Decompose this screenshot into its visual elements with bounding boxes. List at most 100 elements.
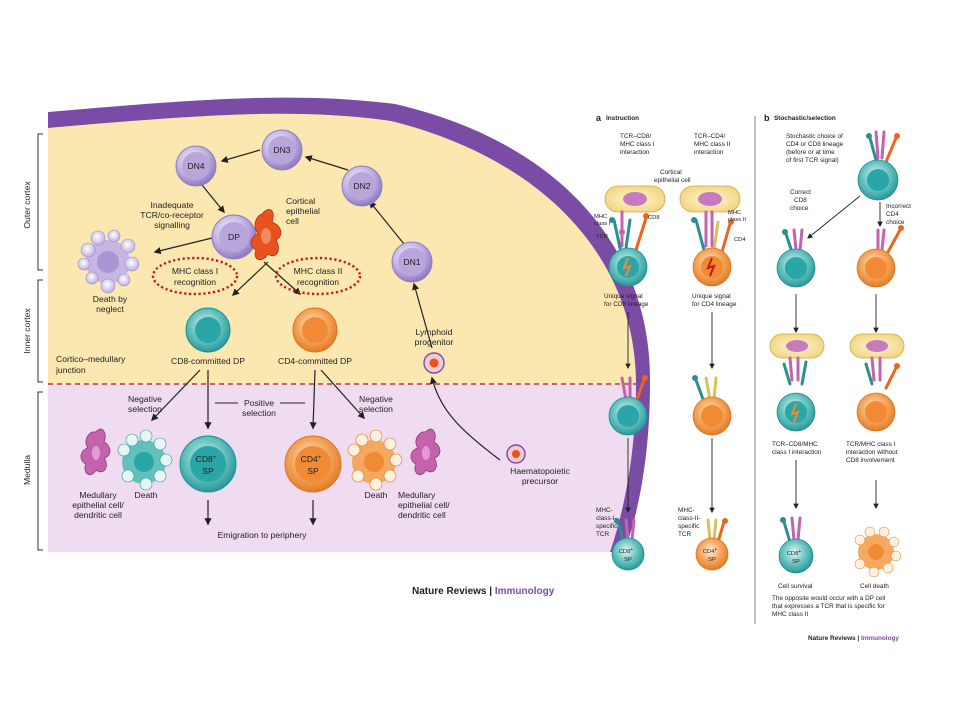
lymphoid-label-1: Lymphoid	[416, 327, 453, 337]
b-sp-top: CD8+	[787, 549, 802, 557]
a-receptors-col1	[609, 210, 649, 252]
a-epithelial-nucleus-1	[623, 192, 647, 206]
zone-label-outer-cortex: Outer cortex	[22, 181, 32, 229]
a-cd4-sp-cell: CD4+ SP	[695, 518, 729, 571]
cd4-sp-label-top: CD4+	[301, 454, 322, 464]
b-cd4-chosen-cell	[856, 225, 904, 288]
zone-label-medulla: Medulla	[22, 455, 32, 485]
a-receptors-col2	[691, 210, 734, 254]
apoptotic-cell-right	[347, 429, 403, 491]
a-spec2-1: MHC-	[678, 507, 695, 514]
b-stoch-4: of first TCR signal)	[786, 157, 839, 164]
a-cd4sp-top: CD4+	[703, 547, 718, 555]
b-dying-cell	[854, 526, 902, 578]
panel-a-letter: a	[596, 113, 602, 123]
b-correct-1: Correct	[790, 189, 811, 196]
cd8-sp-label-top: CD8+	[196, 454, 217, 464]
cell-dp-label: DP	[228, 232, 240, 242]
panel-b-stochastic: b Stochastic/selection Stochastic choice…	[764, 113, 911, 618]
a-unique2-1: Unique signal	[692, 293, 731, 300]
cell-dn4-label: DN4	[187, 161, 204, 171]
medullary-left-label-3: dendritic cell	[74, 510, 122, 520]
b-correct-2: CD8	[794, 197, 807, 204]
b-incorrect-1: Incorrect	[886, 203, 911, 210]
negative-selection-left-2: selection	[128, 404, 162, 414]
cell-cd8-committed-dp	[185, 307, 231, 353]
medullary-left-label-2: epithelial cell/	[72, 500, 124, 510]
medullary-right-label-2: epithelial cell/	[398, 500, 450, 510]
cell-cd8-single-positive: CD8+ SP	[179, 435, 237, 493]
cell-cd4-committed-dp	[292, 307, 338, 353]
negative-selection-left-1: Negative	[128, 394, 162, 404]
cortical-epithelial-label-1: Cortical	[286, 196, 315, 206]
cell-dn2-label: DN2	[353, 181, 370, 191]
b-sp-bottom: SP	[792, 559, 800, 565]
cd4-committed-label: CD4-committed DP	[278, 356, 352, 366]
left-credit: Nature Reviews | Immunology	[412, 586, 555, 597]
zone-label-inner-cortex: Inner cortex	[22, 308, 32, 354]
a-mhc1-1: MHC	[594, 214, 607, 220]
a-cortical-1: Cortical	[660, 169, 682, 176]
b-stoch-1: Stochastic choice of	[786, 133, 843, 140]
cell-dn2: DN2	[341, 165, 383, 207]
cell-dn1-label: DN1	[403, 257, 420, 267]
a-mhc2-1: MHC	[728, 210, 741, 216]
b-death-label: Cell death	[860, 583, 889, 590]
positive-selection-2: selection	[242, 408, 276, 418]
junction-label-1: Cortico–medullary	[56, 354, 126, 364]
development-arrows	[151, 149, 501, 526]
b-cd8-chosen-cell	[776, 228, 816, 288]
b-interaction-cell-2	[856, 356, 900, 432]
a-spec1-3: specific	[596, 523, 618, 530]
b-footnote-2: that expresses a TCR that is specific fo…	[772, 603, 886, 610]
cortical-epithelial-nucleus	[261, 228, 271, 244]
b-surviving-cell: CD8+ SP	[778, 516, 814, 574]
negative-selection-right-2: selection	[359, 404, 393, 414]
a-spec2-3: specific	[678, 523, 700, 530]
haemato-label-1: Haematopoietic	[510, 466, 570, 476]
a-tcr-label: TCR	[596, 234, 608, 240]
cd8-sp-label-bottom: SP	[202, 466, 214, 476]
a-spec1-4: TCR	[596, 531, 610, 538]
b-correct-3: choice	[790, 205, 809, 212]
a-spec1-1: MHC-	[596, 507, 613, 514]
b-incorrect-2: CD4	[886, 211, 899, 218]
b-footnote-3: MHC class II	[772, 611, 808, 618]
b-stoch-3: (before or at time	[786, 149, 835, 156]
inadequate-label-2: TCR/co-receptor	[140, 210, 204, 220]
inadequate-label-1: Inadequate	[150, 200, 193, 210]
a-spec1-2: class-I-	[596, 515, 617, 522]
cortical-epithelial-label-2: epithelial	[286, 206, 320, 216]
negative-selection-right-1: Negative	[359, 394, 393, 404]
mhc-class-ii-highlight	[274, 256, 362, 296]
a-cortical-2: epithelial cell	[654, 177, 691, 184]
a-arrows	[625, 312, 715, 514]
panel-b-title: Stochastic/selection	[774, 115, 836, 122]
a-cd8-label: CD8	[648, 215, 660, 221]
a-dp-cell-col2	[692, 247, 732, 287]
a-col1-head-3: interaction	[620, 149, 650, 156]
cell-lymphoid-progenitor	[423, 352, 445, 374]
b-epithelial-nucleus-1	[786, 340, 808, 352]
b-tcr-mhc-2: interaction without	[846, 449, 898, 456]
a-cd8-sp-cell: CD8+ SP	[611, 518, 645, 571]
a-spec2-4: TCR	[678, 531, 692, 538]
panel-a-title: Instruction	[606, 115, 639, 122]
apoptotic-cell-neglect	[77, 229, 140, 294]
death-left-label: Death	[135, 490, 158, 500]
panel-b-letter: b	[764, 113, 770, 123]
a-cd4sp-bottom: SP	[708, 557, 716, 563]
thymus-lobule	[48, 97, 651, 552]
inadequate-label-3: signalling	[154, 220, 190, 230]
a-cd8sp-top: CD8+	[619, 547, 634, 555]
b-interaction-cell-1	[776, 356, 816, 432]
mhc-class-ii-label-1: MHC class II	[294, 266, 343, 276]
b-arrows	[793, 195, 883, 510]
b-stoch-2: CD4 or CD8 lineage	[786, 141, 844, 148]
a-spec2-2: class-II-	[678, 515, 700, 522]
death-neglect-label-1: Death by	[93, 294, 128, 304]
b-footnote-1: The opposite would occur with a DP cell	[772, 595, 885, 602]
b-survival-label: Cell survival	[778, 583, 812, 590]
mhc-class-i-highlight	[151, 256, 239, 296]
a-cd4-label: CD4	[734, 237, 746, 243]
